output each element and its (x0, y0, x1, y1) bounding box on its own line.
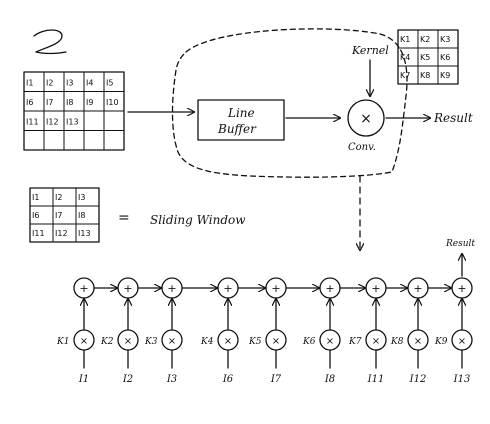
image-grid-cell: I4 (86, 78, 93, 87)
pipeline-result-label: Result (445, 239, 475, 249)
image-grid-cell: I13 (66, 117, 79, 126)
image-grid-cell: I7 (46, 98, 53, 107)
adder-symbol: + (79, 282, 88, 295)
sliding-window-cell: I1 (32, 193, 39, 202)
kernel-weight-label: K7 (348, 337, 362, 347)
kernel-weight-label: K6 (302, 337, 316, 347)
adder-symbol: + (457, 282, 466, 295)
adder-symbol: + (271, 282, 280, 295)
image-grid-cell: I1 (26, 78, 33, 87)
kernel-grid-cell: K9 (440, 71, 450, 80)
input-label: I12 (409, 374, 427, 385)
sliding-window-cell: I3 (78, 193, 85, 202)
line-buffer-box (197, 99, 285, 141)
image-grid-cell: I12 (46, 117, 59, 126)
adder-symbol: + (325, 282, 334, 295)
multiplier-symbol: × (272, 336, 280, 347)
kernel-grid-cell: K2 (420, 35, 430, 44)
kernel-grid-border (397, 29, 459, 85)
kernel-label: Kernel (351, 44, 389, 57)
sliding-window-cell: I6 (32, 211, 39, 220)
sliding-window-cell: I2 (55, 193, 62, 202)
multiplier-symbol: × (372, 336, 380, 347)
kernel-grid-cell: K5 (420, 53, 430, 62)
squiggle-mark (33, 29, 67, 55)
sliding-window-label: Sliding Window (150, 213, 246, 227)
kernel-grid-cell: K8 (420, 71, 430, 80)
image-grid-cell: I8 (66, 98, 73, 107)
sliding-window-equals: = (118, 210, 130, 226)
input-label: I2 (122, 374, 133, 385)
multiplier-symbol: × (168, 336, 176, 347)
kernel-weight-label: K4 (200, 337, 214, 347)
adder-symbol: + (371, 282, 380, 295)
adder-symbol: + (223, 282, 232, 295)
input-label: I3 (166, 374, 177, 385)
kernel-grid-cell: K7 (400, 71, 410, 80)
multiplier-symbol: × (80, 336, 88, 347)
input-label: I1 (78, 374, 89, 385)
kernel-grid-cell: K6 (440, 53, 450, 62)
kernel-grid-cell: K4 (400, 53, 410, 62)
multiplier-symbol: × (458, 336, 466, 347)
image-grid-cell: I11 (26, 117, 39, 126)
kernel-weight-label: K8 (390, 337, 404, 347)
multiplier-symbol: × (414, 336, 422, 347)
multiplier-symbol: × (224, 336, 232, 347)
kernel-weight-label: K3 (144, 337, 158, 347)
kernel-grid-cell: K1 (400, 35, 410, 44)
result-label: Result (433, 111, 473, 125)
image-grid-cell: I2 (46, 78, 53, 87)
image-grid-cell: I3 (66, 78, 73, 87)
image-grid-cell: I9 (86, 98, 93, 107)
conv-multiplier-symbol: × (360, 111, 372, 127)
conv-multiplier-circle (347, 99, 385, 137)
multiplier-symbol: × (124, 336, 132, 347)
conv-label: Conv. (348, 142, 376, 153)
sliding-window-cell: I12 (55, 229, 68, 238)
sliding-window-cell: I7 (55, 211, 62, 220)
line-buffer-label-line1: Line (227, 106, 255, 120)
sliding-window-cell: I13 (78, 229, 91, 238)
adder-symbol: + (123, 282, 132, 295)
image-grid-cell: I6 (26, 98, 33, 107)
input-label: I11 (367, 374, 385, 385)
sliding-window-cell: I11 (32, 229, 45, 238)
kernel-weight-label: K2 (100, 337, 114, 347)
kernel-weight-label: K5 (248, 337, 262, 347)
input-label: I7 (270, 374, 282, 385)
line-buffer-label-line2: Buffer (217, 122, 257, 136)
input-label: I8 (324, 374, 335, 385)
input-label: I6 (222, 374, 234, 385)
kernel-weight-label: K1 (56, 337, 69, 347)
sliding-window-border (29, 187, 100, 243)
image-grid-cell: I10 (106, 98, 119, 107)
kernel-weight-label: K9 (434, 337, 448, 347)
image-grid-cell: I5 (106, 78, 113, 87)
sliding-window-cell: I8 (78, 211, 85, 220)
multiplier-symbol: × (326, 336, 334, 347)
adder-symbol: + (413, 282, 422, 295)
input-label: I13 (453, 374, 471, 385)
adder-symbol: + (167, 282, 176, 295)
kernel-grid-cell: K3 (440, 35, 450, 44)
dashed-enclosure (171, 28, 408, 178)
